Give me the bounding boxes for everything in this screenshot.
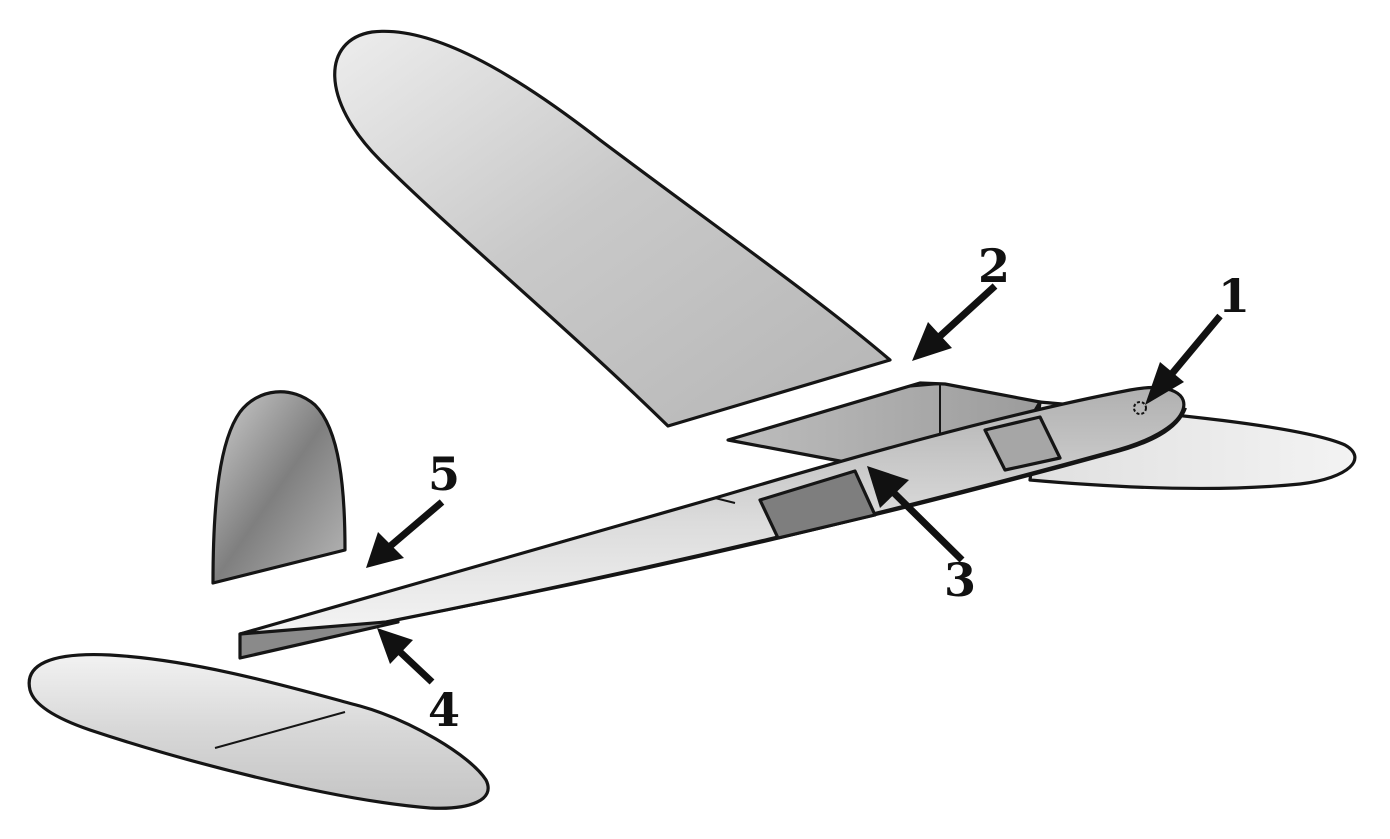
stabiliser (27, 652, 490, 810)
fuselage-insert (758, 469, 877, 540)
callout-2: 2 (978, 239, 1010, 293)
arrow-5 (366, 499, 445, 568)
arrow-4 (377, 628, 435, 685)
arrow-3 (867, 466, 965, 563)
left-wing-panel (333, 29, 892, 428)
arrow-1 (1145, 313, 1223, 405)
fuselage-keel-line (385, 407, 1187, 623)
fuselage (238, 385, 1186, 636)
arrow-2 (912, 283, 998, 361)
wing-centre-tongue (904, 382, 941, 440)
callout-1: 1 (1218, 269, 1250, 323)
callout-3: 3 (944, 553, 976, 607)
callout-5: 5 (428, 447, 460, 501)
boom-top-strip (559, 496, 736, 543)
fin (211, 390, 347, 585)
stabiliser-joint-line (214, 711, 346, 749)
callout-4: 4 (428, 683, 460, 737)
nose-hook-hole (1133, 401, 1147, 415)
fuselage-nose-block (983, 415, 1062, 472)
